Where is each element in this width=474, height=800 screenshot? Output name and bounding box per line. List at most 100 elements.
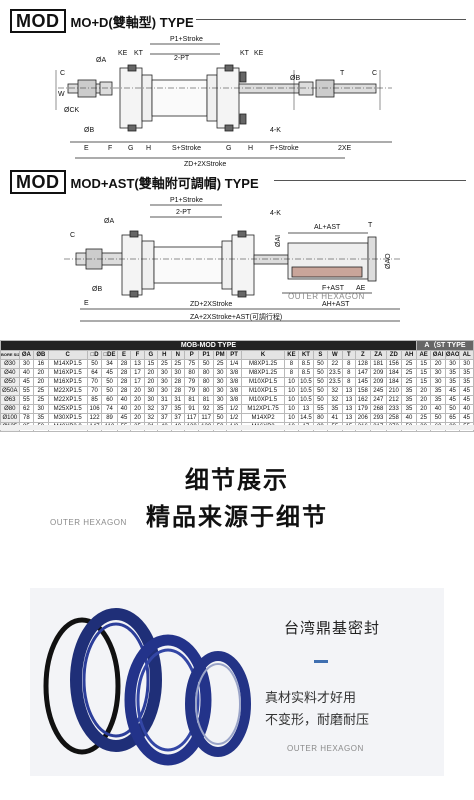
label2-ae: AE	[356, 285, 366, 292]
table-cell: 15	[415, 359, 432, 369]
table-cell: 13	[342, 395, 356, 405]
table-cell: Ø50	[0, 377, 20, 387]
spec-header-cell: □DE	[101, 350, 118, 360]
section1-rule	[196, 19, 466, 20]
table-cell: 92	[198, 404, 214, 414]
table-cell: 128	[354, 359, 372, 369]
table-cell: 20	[415, 404, 432, 414]
spec-header-cell: T	[342, 350, 356, 360]
table-cell: Ø40	[0, 368, 20, 378]
table-cell: 25	[401, 368, 417, 378]
watermark-panel: OUTER HEXAGON	[287, 744, 364, 753]
table-cell: 3/8	[226, 386, 242, 396]
table-cell: 156	[385, 359, 403, 369]
table-cell: 30	[430, 368, 446, 378]
table-cell: 117	[183, 413, 200, 423]
table-cell: 30	[143, 395, 159, 405]
table-cell: 50	[212, 413, 228, 423]
table-cell: 50	[313, 368, 328, 378]
spec-header-cell: H	[157, 350, 172, 360]
spec-header-cell: G	[143, 350, 159, 360]
table-cell: 122	[86, 413, 103, 423]
table-cell: 13	[342, 413, 356, 423]
table-cell: 10.5	[297, 377, 315, 387]
table-cell: 8.5	[297, 368, 315, 378]
table-cell: M22XP1.5	[47, 395, 88, 405]
table-cell: 50	[101, 377, 118, 387]
label2-4k: 4-K	[270, 210, 281, 217]
table-cell: 79	[183, 377, 200, 387]
spec-header-cell: ZA	[370, 350, 387, 360]
spec-header-cell: KT	[297, 350, 315, 360]
table-cell: 20	[415, 395, 432, 405]
table-cell: 50	[444, 404, 461, 414]
spec-table-title: MOB-MOD TYPE	[0, 340, 417, 351]
label-c-right: C	[372, 70, 377, 77]
spec-header-cell: S	[313, 350, 328, 360]
table-cell: 184	[385, 377, 403, 387]
table-cell: M10XP1.5	[240, 377, 286, 387]
spec-header-cell: ZD	[385, 350, 403, 360]
table-cell: 25	[212, 359, 228, 369]
spec-header-cell: AL	[459, 350, 474, 360]
table-cell: Ø50A	[0, 386, 20, 396]
table-cell: 91	[183, 404, 200, 414]
table-cell: M12XP1.75	[240, 404, 286, 414]
table-cell: 20	[33, 377, 49, 387]
section2-header: MOD MOD+AST(雙軸附可調帽) TYPE	[10, 170, 259, 194]
table-cell: 35	[326, 404, 344, 414]
table-cell: Ø30	[0, 359, 20, 369]
spec-header-cell: ØAI	[430, 350, 446, 360]
table-cell: 247	[370, 395, 387, 405]
label-t: T	[340, 70, 345, 77]
label-p1: P1+Stroke	[170, 36, 203, 43]
table-cell: 62	[18, 404, 35, 414]
table-cell: 30	[18, 359, 35, 369]
table-cell: 10	[284, 395, 299, 405]
spec-header-cell: Z	[354, 350, 372, 360]
label2-ah: AH+AST	[322, 301, 350, 308]
desc-line-1: 真材实料才好用	[265, 690, 357, 705]
table-cell: 210	[385, 386, 403, 396]
table-cell: 184	[385, 368, 403, 378]
table-cell: 10.5	[297, 386, 315, 396]
label-g2: G	[226, 145, 231, 152]
table-cell: 35	[401, 404, 417, 414]
table-cell: 50	[313, 359, 328, 369]
table-cell: 85	[86, 395, 103, 405]
table-cell: 25	[33, 395, 49, 405]
table-cell: 55	[18, 395, 35, 405]
table-cell: M14XP1.5	[47, 359, 88, 369]
table-cell: 23.5	[326, 377, 344, 387]
table-cell: 3/8	[226, 368, 242, 378]
table-cell: Ø80	[0, 404, 20, 414]
table-cell: 117	[198, 413, 214, 423]
watermark-detail: OUTER HEXAGON	[50, 518, 127, 527]
table-cell: 45	[459, 413, 474, 423]
table-cell: 30	[430, 377, 446, 387]
table-cell: 28	[170, 377, 186, 387]
label-w: W	[58, 91, 65, 98]
table-cell: M16XP1.5	[47, 368, 88, 378]
table-cell: 20	[130, 404, 145, 414]
table-cell: 40	[116, 404, 132, 414]
table-cell: 50	[313, 395, 328, 405]
table-cell: 212	[385, 395, 403, 405]
label2-p1: P1+Stroke	[170, 197, 203, 204]
table-cell: 37	[157, 404, 172, 414]
table-cell: 206	[354, 413, 372, 423]
label-2xe: 2XE	[338, 145, 352, 152]
label2-c: C	[70, 232, 75, 239]
spec-header-cell: C	[47, 350, 88, 360]
table-cell: 145	[354, 377, 372, 387]
table-cell: 35	[401, 386, 417, 396]
table-cell: 35	[459, 377, 474, 387]
table-cell: M14XP2	[240, 413, 286, 423]
spec-header-cell: ØAO	[444, 350, 461, 360]
brand-name: 台湾鼎基密封	[284, 620, 381, 637]
label-4k: 4-K	[270, 127, 281, 134]
section2-badge: MOD	[10, 170, 66, 194]
